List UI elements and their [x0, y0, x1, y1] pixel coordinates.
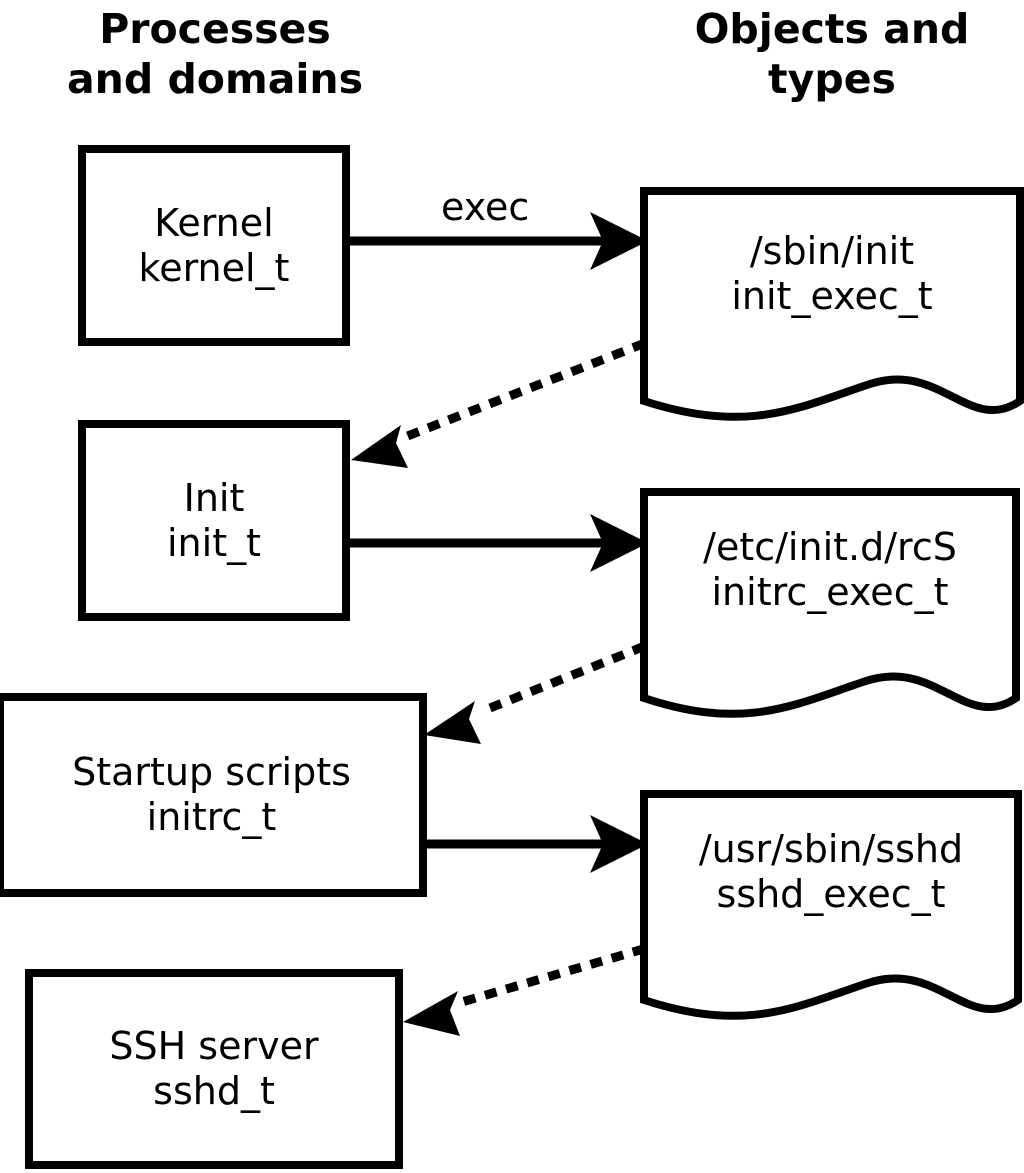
process-box-ssh-server-name: SSH server	[109, 1024, 319, 1069]
document-shape-outline	[640, 187, 1024, 421]
edge-initrc-exec-to-initrc-domain	[424, 642, 646, 744]
process-box-kernel-name: Kernel	[154, 200, 274, 245]
process-box-init-name: Init	[183, 475, 245, 520]
object-doc-sshd-exec[interactable]: /usr/sbin/sshd sshd_exec_t	[640, 790, 1022, 1030]
document-shape-outline	[640, 488, 1020, 718]
edge-label-exec: exec	[441, 185, 530, 229]
object-doc-initrc-exec[interactable]: /etc/init.d/rcS initrc_exec_t	[640, 488, 1020, 728]
process-box-startup-scripts[interactable]: Startup scripts initrc_t	[0, 693, 427, 897]
object-doc-init-exec[interactable]: /sbin/init init_exec_t	[640, 187, 1024, 432]
column-header-objects: Objects and types	[694, 5, 970, 104]
edge-init-exec-rcs	[348, 514, 648, 572]
process-box-startup-scripts-name: Startup scripts	[72, 750, 351, 795]
edge-sshd-exec-to-sshd-domain	[403, 944, 646, 1036]
process-box-kernel-type: kernel_t	[138, 245, 290, 290]
process-box-ssh-server[interactable]: SSH server sshd_t	[25, 969, 403, 1169]
process-box-startup-scripts-type: initrc_t	[146, 795, 277, 839]
edge-initrc-exec-sshd	[424, 815, 648, 873]
edge-init-exec-to-init-domain	[351, 339, 646, 468]
document-shape-outline	[640, 790, 1022, 1020]
process-box-kernel[interactable]: Kernel kernel_t	[78, 145, 350, 346]
column-header-processes: Processes and domains	[66, 5, 364, 104]
process-box-init-type: init_t	[167, 520, 261, 565]
process-box-ssh-server-type: sshd_t	[153, 1069, 275, 1113]
process-box-init[interactable]: Init init_t	[78, 420, 350, 621]
